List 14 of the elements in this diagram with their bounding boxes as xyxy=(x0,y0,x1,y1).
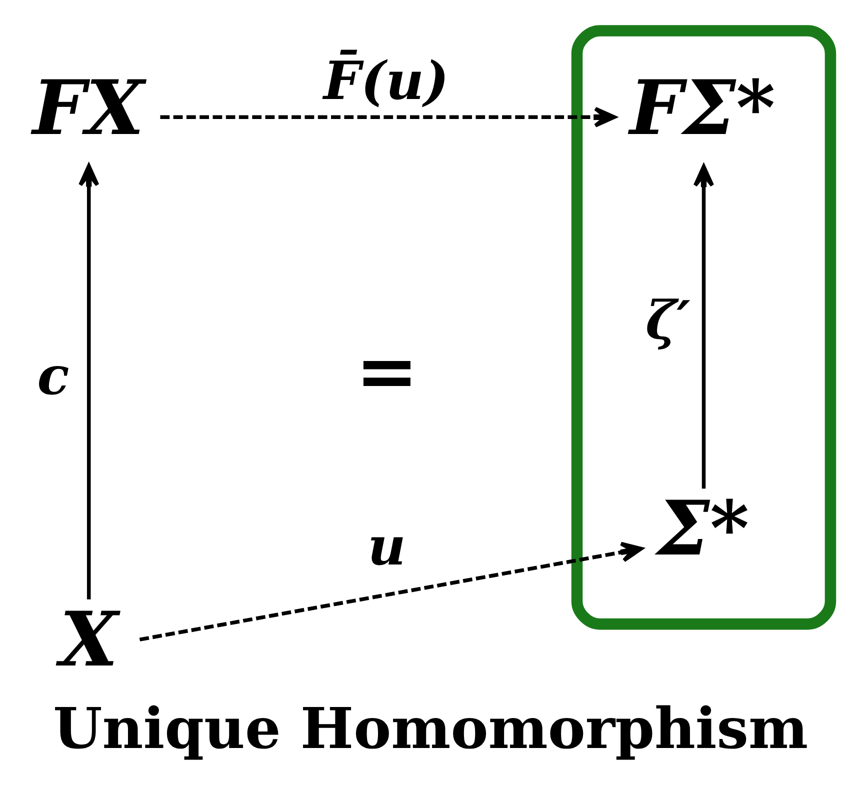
arrow xyxy=(692,164,714,489)
edge-label: F̄(u) xyxy=(323,51,448,112)
arrow xyxy=(160,106,616,128)
arrow xyxy=(138,542,642,642)
edge-label: c xyxy=(36,346,69,407)
cluster xyxy=(570,25,836,630)
edge-label: u xyxy=(367,516,406,578)
node-text: FX xyxy=(32,63,144,152)
node-text: Σ* xyxy=(656,484,749,573)
arrow xyxy=(78,164,99,600)
label: = xyxy=(354,326,418,415)
node-text: FΣ* xyxy=(629,63,775,152)
caption: Unique Homomorphism xyxy=(52,696,808,762)
edge-label: ζ′ xyxy=(645,290,690,352)
